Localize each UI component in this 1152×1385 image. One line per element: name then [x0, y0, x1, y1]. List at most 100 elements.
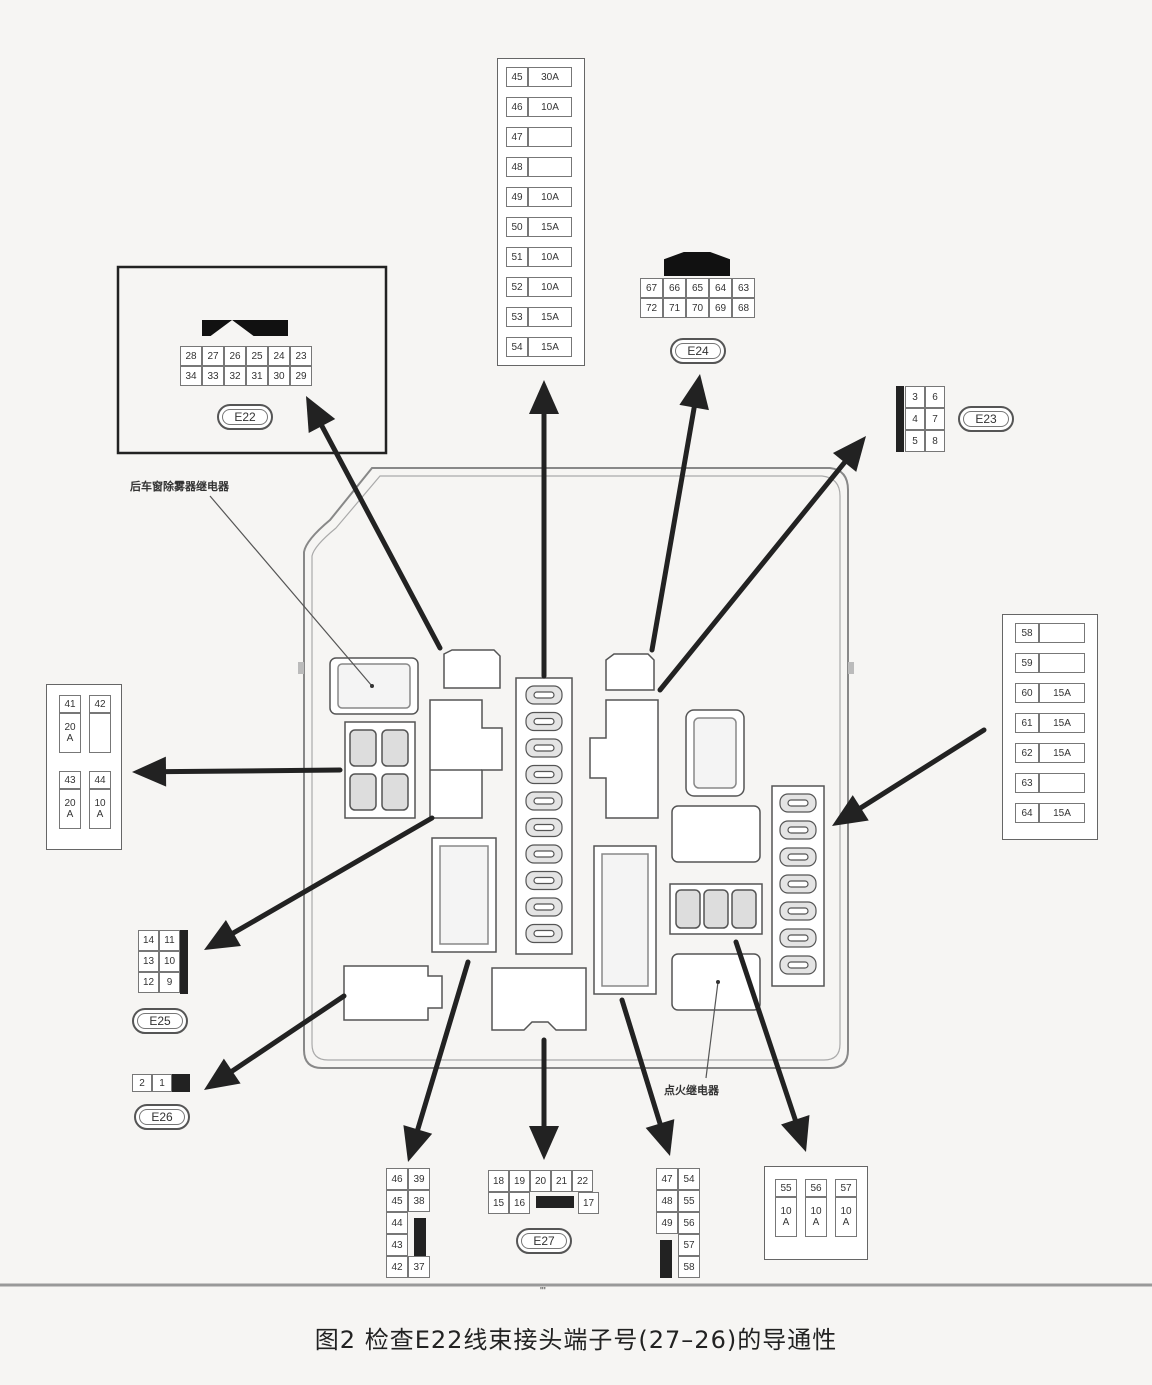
- fuse-slot-window: [533, 903, 555, 911]
- block-b1-key: [414, 1218, 426, 1256]
- fuse-rating: 10 A: [805, 1197, 827, 1237]
- e25-terminal: 14: [138, 930, 159, 951]
- e24-terminal: 70: [686, 298, 709, 318]
- e24-socket: [605, 653, 655, 691]
- fuse-rating: 10 A: [89, 789, 111, 829]
- fuse-rating: [528, 157, 572, 177]
- arrow-to-e23-shaft: [657, 459, 848, 693]
- rear-defogger-leader: [209, 495, 373, 687]
- e22-socket: [443, 649, 501, 689]
- fuse-number: 57: [835, 1179, 857, 1197]
- e25-tag: E25: [132, 1008, 188, 1034]
- arrow-to-fuse-bottom-right-head: [781, 1115, 810, 1152]
- e22-terminal: 33: [202, 366, 224, 386]
- block-b2-terminal: 56: [678, 1212, 700, 1234]
- fuse-number: 62: [1015, 743, 1039, 763]
- block-b1-terminal: 43: [386, 1234, 408, 1256]
- relay-socket-right-mid: [671, 805, 761, 863]
- e27-terminal: 22: [572, 1170, 593, 1192]
- fuse-rating: [1039, 773, 1085, 793]
- e24-terminal: 63: [732, 278, 755, 298]
- connector-socket-left-mid: [429, 699, 503, 819]
- block-b2-terminal: 57: [678, 1234, 700, 1256]
- fuse-number: 43: [59, 771, 81, 789]
- fuse-rating: 10A: [528, 97, 572, 117]
- e24-terminal: 66: [663, 278, 686, 298]
- e24-terminal: 67: [640, 278, 663, 298]
- fuse-slot-window: [533, 929, 555, 938]
- fuse-rating: 10 A: [775, 1197, 797, 1237]
- e27-terminal: 17: [578, 1192, 599, 1214]
- arrow-to-fuse-left-shaft: [163, 767, 343, 775]
- fuse-number: 48: [506, 157, 528, 177]
- fuse-slot-window: [787, 826, 809, 834]
- fuse-slot-window: [787, 853, 809, 861]
- e22-terminal: 30: [268, 366, 290, 386]
- e24-terminal: 68: [732, 298, 755, 318]
- e25-terminal: 11: [159, 930, 180, 951]
- e23-key: [896, 386, 904, 452]
- block-b1-terminal: 46: [386, 1168, 408, 1190]
- ignition-relay-label: 点火继电器: [664, 1085, 719, 1097]
- e24-tag: E24: [670, 338, 726, 364]
- block-b1-terminal: 42: [386, 1256, 408, 1278]
- e25-key: [180, 930, 188, 994]
- block-b2-key: [660, 1240, 672, 1278]
- e22-tag: E22: [217, 404, 273, 430]
- e24-terminal: 69: [709, 298, 732, 318]
- e26-socket: [343, 965, 443, 1021]
- e24-terminal: 64: [709, 278, 732, 298]
- fuse-block-left: [344, 721, 416, 819]
- arrow-to-fuse-right-head: [832, 795, 869, 826]
- e24-key: [664, 252, 730, 276]
- ignition-relay-leader: [705, 981, 719, 1079]
- e26-tag: E26: [134, 1104, 190, 1130]
- e27-terminal: 21: [551, 1170, 572, 1192]
- block-b1-terminal: 37: [408, 1256, 430, 1278]
- fuse-number: 44: [89, 771, 111, 789]
- footer-mark: ''': [540, 1286, 546, 1297]
- arrow-to-block-b1-shaft: [415, 959, 471, 1132]
- block-b2-terminal: 55: [678, 1190, 700, 1212]
- fuse-number: 49: [506, 187, 528, 207]
- e24-terminal: 65: [686, 278, 709, 298]
- e25-terminal: 12: [138, 972, 159, 993]
- figure-caption: 图2 检查E22线束接头端子号(27–26)的导通性: [314, 1326, 838, 1354]
- block-b1-terminal: 38: [408, 1190, 430, 1212]
- e25-terminal: 13: [138, 951, 159, 972]
- block-b2-terminal: 54: [678, 1168, 700, 1190]
- arrow-to-fuse-bottom-right-shaft: [733, 939, 798, 1123]
- fuse-number: 56: [805, 1179, 827, 1197]
- e23-tag: E23: [958, 406, 1014, 432]
- arrow-to-e27-head: [529, 1126, 559, 1160]
- e27-terminal: 19: [509, 1170, 530, 1192]
- e27-terminal: 16: [509, 1192, 530, 1214]
- e22-terminal: 29: [290, 366, 312, 386]
- fuse-number: 58: [1015, 623, 1039, 643]
- block-b2-terminal: 49: [656, 1212, 678, 1234]
- arrow-to-e26-head: [204, 1058, 241, 1090]
- fuse-slot-window: [533, 797, 555, 805]
- connector-socket-right-mid: [589, 699, 659, 819]
- e27-socket: [491, 967, 587, 1031]
- e22-terminal: 25: [246, 346, 268, 366]
- e25-socket: [431, 837, 497, 953]
- e27-key: [536, 1196, 574, 1208]
- arrow-to-block-b2-shaft: [619, 997, 663, 1127]
- arrow-to-e24-shaft: [649, 404, 697, 653]
- fuse-slot-window: [533, 691, 555, 699]
- fuse-rating: 20 A: [59, 789, 81, 829]
- rear-defogger-relay-label: 后车窗除雾器继电器: [130, 481, 229, 493]
- fuse-slot-window: [787, 799, 809, 807]
- fuse-block-right-small: [669, 883, 763, 935]
- e22-terminal: 24: [268, 346, 290, 366]
- fuse-number: 51: [506, 247, 528, 267]
- fuse-slot-window: [533, 876, 555, 885]
- fuse-rating: 30A: [528, 67, 572, 87]
- block-b2-terminal: 58: [678, 1256, 700, 1278]
- fuse-rating: [528, 127, 572, 147]
- e27-terminal: 18: [488, 1170, 509, 1192]
